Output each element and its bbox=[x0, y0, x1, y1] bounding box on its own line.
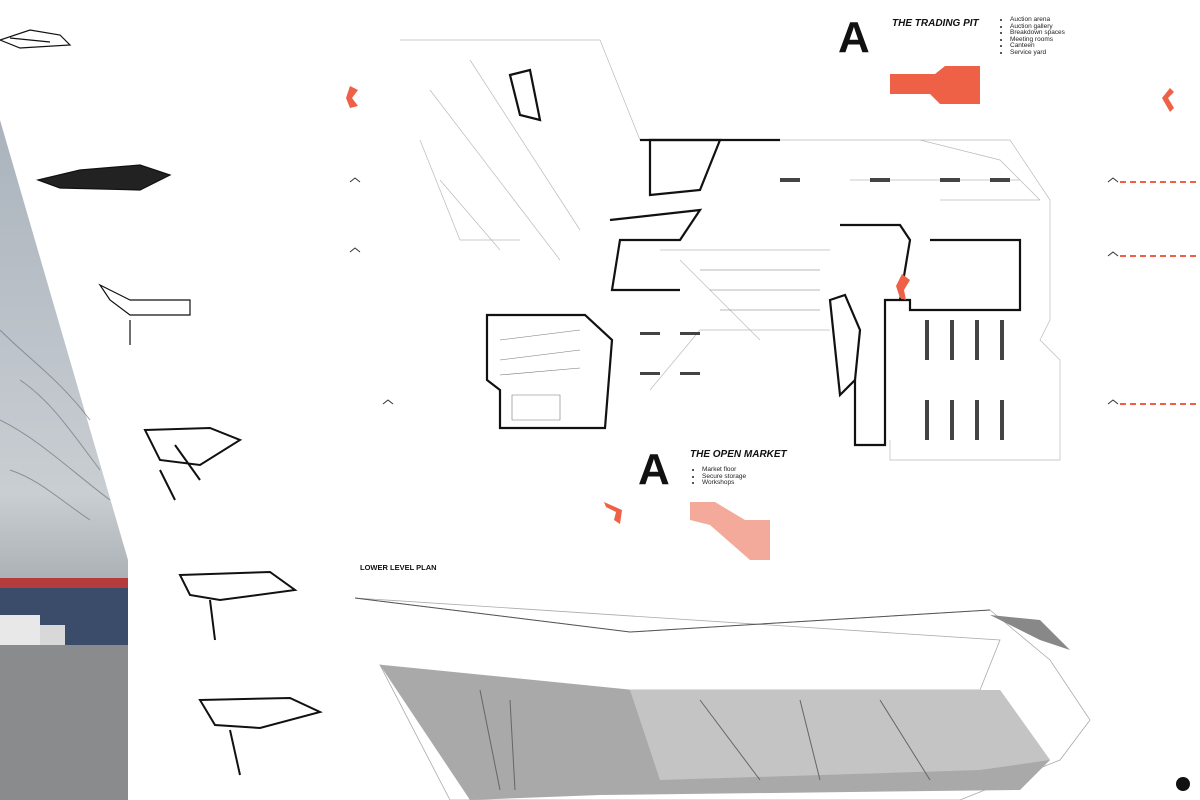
page-number-badge bbox=[1176, 777, 1190, 791]
sketch-thumbnails bbox=[0, 29, 323, 776]
plan-label: LOWER LEVEL PLAN bbox=[360, 563, 437, 572]
open-market-key-shape bbox=[690, 502, 770, 560]
list-item: Workshops bbox=[702, 479, 782, 487]
list-item: Market floor bbox=[702, 466, 782, 474]
open-market-list: Market floor Secure storage Workshops bbox=[690, 466, 782, 487]
list-item: Service yard bbox=[1010, 49, 1070, 57]
trading-pit-letter: A bbox=[838, 13, 870, 62]
trading-pit-key-shape bbox=[890, 66, 980, 104]
list-item: Meeting rooms bbox=[1010, 36, 1070, 44]
list-item: Auction arena bbox=[1010, 16, 1070, 24]
list-item: Breakdown spaces bbox=[1010, 29, 1070, 37]
lower-level-floor-plan bbox=[400, 39, 1061, 461]
open-market-letter: A bbox=[638, 445, 670, 494]
trading-pit-title: THE TRADING PIT bbox=[892, 18, 979, 29]
section-markers bbox=[349, 177, 1200, 405]
perspective-section bbox=[354, 597, 1091, 800]
list-item: Auction gallery bbox=[1010, 23, 1070, 31]
site-photo bbox=[0, 120, 128, 800]
open-market-title: THE OPEN MARKET bbox=[690, 449, 787, 460]
list-item: Canteen bbox=[1010, 42, 1070, 50]
list-item: Secure storage bbox=[702, 473, 782, 481]
trading-pit-list: Auction arena Auction gallery Breakdown … bbox=[998, 16, 1070, 57]
orange-markers bbox=[346, 66, 1174, 560]
